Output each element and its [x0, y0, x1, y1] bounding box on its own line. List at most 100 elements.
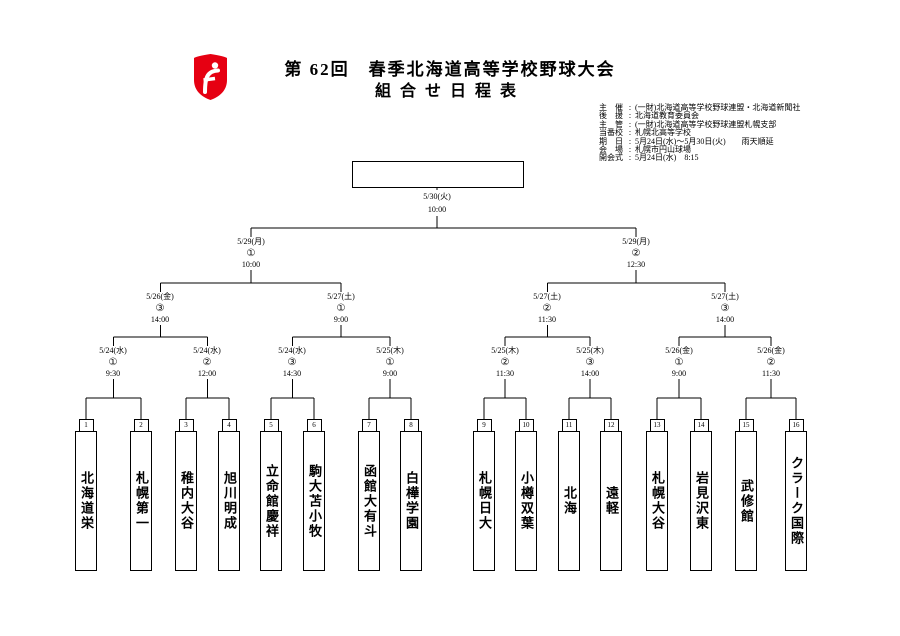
- game-time: 9:30: [105, 369, 121, 378]
- team-name: 岩見沢東: [690, 431, 712, 571]
- team-name: 遠軽: [600, 431, 622, 571]
- info-label: 主 管: [599, 119, 623, 129]
- game-date: 5/26(金): [146, 292, 174, 301]
- info-row-dates: 期 日:5月24日(水)〜5月30日(火) 雨天順延: [599, 136, 800, 146]
- team-name: 白樺学園: [400, 431, 422, 571]
- game-label-sf2: 5/29(月) ② 12:30: [620, 237, 652, 270]
- federation-logo-icon: [194, 54, 227, 100]
- game-date: 5/24(水): [193, 346, 221, 355]
- game-number: ②: [766, 357, 776, 368]
- champion-box: [352, 161, 524, 188]
- game-number: ①: [674, 357, 684, 368]
- game-label-r1-4: 5/25(木) ① 9:00: [374, 346, 406, 379]
- info-value: 北海道教育委員会: [635, 111, 699, 121]
- game-number: ③: [720, 303, 730, 314]
- info-label: 期 日: [599, 136, 623, 146]
- tournament-title: 第 62回 春季北海道高等学校野球大会: [284, 60, 616, 79]
- game-time: 9:00: [333, 315, 349, 324]
- info-value: 札幌市円山球場: [635, 145, 691, 155]
- game-date: 5/24(水): [99, 346, 127, 355]
- game-label-qf2: 5/27(土) ① 9:00: [325, 292, 357, 325]
- game-time: 11:30: [496, 369, 514, 378]
- game-label-qf1: 5/26(金) ③ 14:00: [144, 292, 176, 325]
- game-time: 14:00: [150, 315, 170, 324]
- game-date: 5/26(金): [665, 346, 693, 355]
- game-time: 10:00: [241, 260, 261, 269]
- game-time: 12:00: [197, 369, 217, 378]
- game-time: 12:30: [626, 260, 646, 269]
- game-time: 14:00: [715, 315, 735, 324]
- team-name: 札幌日大: [473, 431, 495, 571]
- game-time: 9:00: [382, 369, 398, 378]
- game-date: 5/25(木): [576, 346, 604, 355]
- game-date: 5/25(木): [376, 346, 404, 355]
- team-name: 札幌大谷: [646, 431, 668, 571]
- info-row-venue: 会 場:札幌市円山球場: [599, 145, 800, 155]
- game-label-r1-8: 5/26(金) ② 11:30: [755, 346, 787, 379]
- team-name: 札幌第一: [130, 431, 152, 571]
- game-number: ②: [500, 357, 510, 368]
- team-name: 小樽双葉: [515, 431, 537, 571]
- game-label-r1-5: 5/25(木) ② 11:30: [489, 346, 521, 379]
- info-label: 開会式: [599, 153, 623, 163]
- game-time: 10:00: [427, 205, 447, 214]
- info-row-organizer: 主 催:(一財)北海道高等学校野球連盟・北海道新聞社: [599, 103, 800, 112]
- game-date: 5/29(月): [622, 237, 650, 246]
- team-name: 武修館: [735, 431, 757, 571]
- info-value: 札幌北高等学校: [635, 128, 691, 138]
- info-colon: :: [628, 119, 632, 129]
- game-label-r1-6: 5/25(木) ③ 14:00: [574, 346, 606, 379]
- team-name: 立命館慶祥: [260, 431, 282, 571]
- info-row-support: 後 援:北海道教育委員会: [599, 111, 800, 121]
- game-time: 11:30: [538, 315, 556, 324]
- game-time: 11:30: [762, 369, 780, 378]
- info-colon: :: [628, 111, 632, 121]
- team-seed: 16: [788, 419, 804, 432]
- team-name: 函館大有斗: [358, 431, 380, 571]
- game-date: 5/27(土): [711, 292, 739, 301]
- game-label-final: 5/30(火) 10:00: [421, 190, 453, 216]
- game-number: ②: [202, 357, 212, 368]
- game-number: ①: [336, 303, 346, 314]
- game-time: 14:30: [282, 369, 302, 378]
- info-value: (一財)北海道高等学校野球連盟札幌支部: [635, 119, 777, 129]
- game-number: ③: [585, 357, 595, 368]
- game-number: ③: [287, 357, 297, 368]
- game-label-qf3: 5/27(土) ② 11:30: [531, 292, 563, 325]
- game-label-sf1: 5/29(月) ① 10:00: [235, 237, 267, 270]
- info-colon: :: [628, 153, 632, 163]
- team-name: 北海: [558, 431, 580, 571]
- info-label: 主 催: [599, 103, 623, 112]
- team-name: 稚内大谷: [175, 431, 197, 571]
- game-number: ①: [385, 357, 395, 368]
- game-date: 5/30(火): [423, 192, 451, 201]
- team-name: クラーク国際: [785, 431, 807, 571]
- info-value: 5月24日(水) 8:15: [635, 153, 699, 163]
- game-date: 5/24(水): [278, 346, 306, 355]
- info-colon: :: [628, 128, 632, 138]
- info-colon: :: [628, 103, 632, 112]
- info-row-opening-ceremony: 開会式:5月24日(水) 8:15: [599, 153, 800, 163]
- game-date: 5/25(木): [491, 346, 519, 355]
- game-label-r1-1: 5/24(水) ① 9:30: [97, 346, 129, 379]
- game-time: 14:00: [580, 369, 600, 378]
- game-number: ①: [246, 248, 256, 259]
- info-value: 5月24日(水)〜5月30日(火) 雨天順延: [635, 136, 774, 146]
- game-number: ②: [542, 303, 552, 314]
- info-label: 会 場: [599, 145, 623, 155]
- game-number: ①: [108, 357, 118, 368]
- info-colon: :: [628, 145, 632, 155]
- team-name: 駒大苫小牧: [303, 431, 325, 571]
- game-number: ②: [631, 248, 641, 259]
